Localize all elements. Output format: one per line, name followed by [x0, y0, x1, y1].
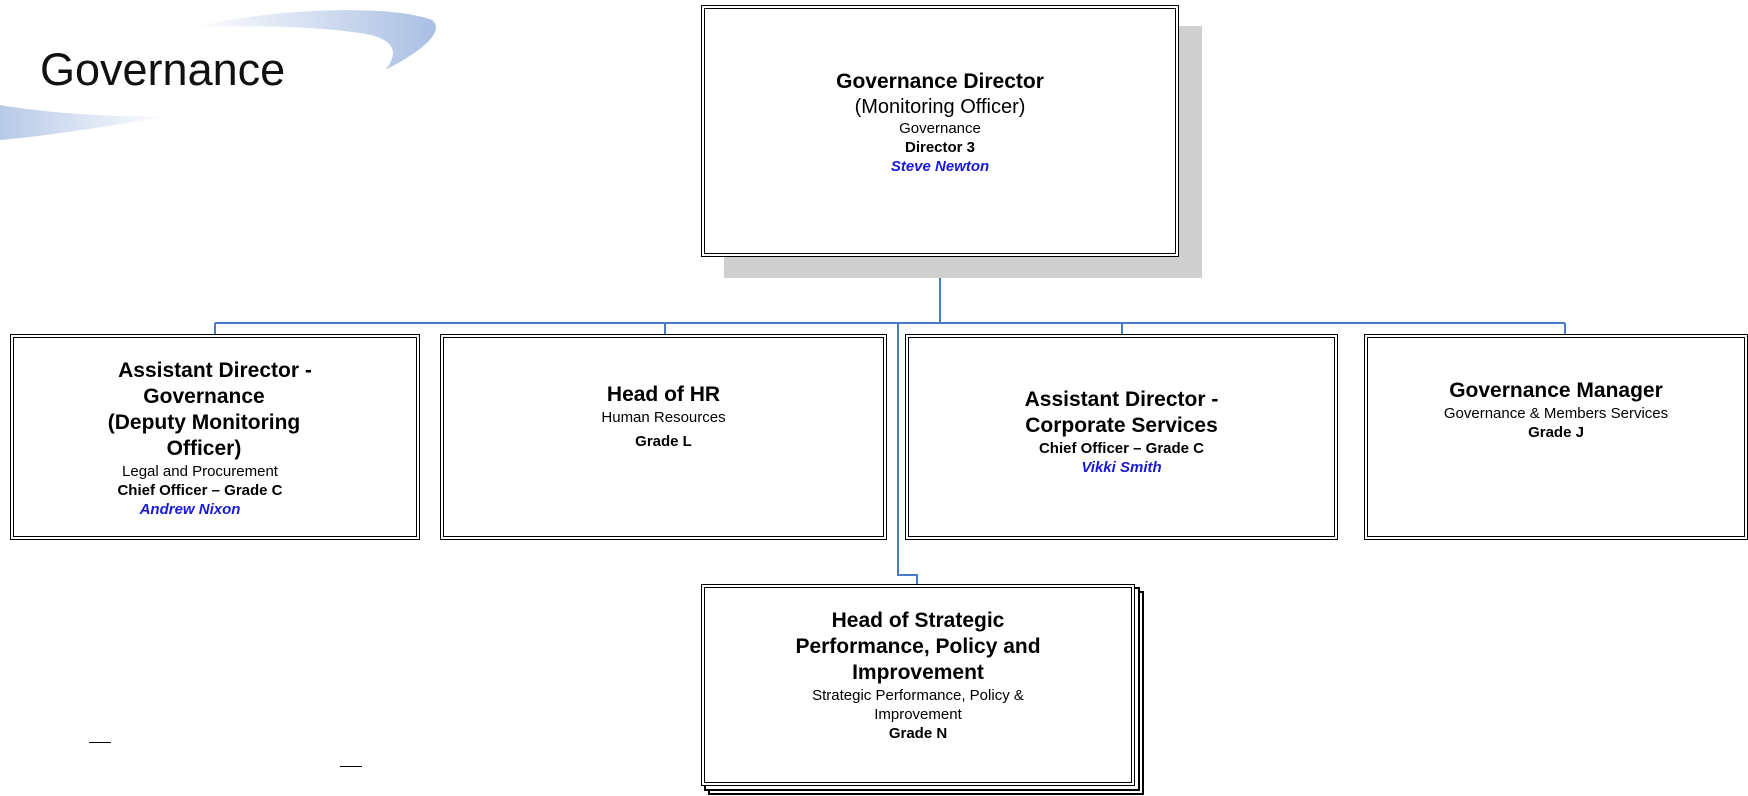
box-title-line: Head of Strategic — [831, 609, 1005, 632]
box-title-line: Improvement — [852, 661, 984, 684]
box-grade: Chief Officer – Grade C — [117, 482, 283, 499]
box-title-line: Performance, Policy and — [795, 635, 1041, 658]
header-swoosh-graphic — [0, 10, 436, 140]
box-department: Governance — [899, 120, 981, 137]
box-person-name: Steve Newton — [890, 158, 990, 175]
page-title: Governance — [40, 44, 286, 95]
box-person-name: Vikki Smith — [1081, 459, 1162, 476]
box-department: Legal and Procurement — [122, 463, 278, 480]
box-title: Head of HR — [606, 383, 721, 406]
box-grade: Grade N — [888, 725, 948, 742]
decorative-mark — [340, 766, 362, 767]
box-title-line: (Deputy Monitoring — [107, 411, 301, 434]
governance-director-box[interactable]: Governance Director (Monitoring Officer)… — [701, 5, 1179, 257]
box-department-line: Strategic Performance, Policy & — [812, 687, 1024, 704]
box-subtitle: (Monitoring Officer) — [854, 96, 1026, 118]
box-grade: Grade L — [635, 433, 692, 450]
box-person-name: Andrew Nixon — [139, 501, 241, 518]
decorative-mark — [89, 742, 111, 743]
box-title-line: Assistant Director - — [118, 359, 312, 382]
box-department: Governance & Members Services — [1443, 405, 1669, 422]
box-title: Governance Director — [836, 70, 1044, 93]
head-of-hr-box[interactable]: Head of HR Human Resources Grade L — [440, 334, 887, 540]
governance-manager-box[interactable]: Governance Manager Governance & Members … — [1364, 334, 1748, 540]
box-grade: Grade J — [1528, 424, 1584, 441]
box-title-line: Officer) — [166, 437, 242, 460]
box-title-line: Corporate Services — [1025, 414, 1218, 437]
box-title-line: Assistant Director - — [1024, 388, 1219, 411]
box-grade: Director 3 — [904, 139, 976, 156]
head-of-strategic-performance-box[interactable]: Head of Strategic Performance, Policy an… — [701, 584, 1135, 786]
box-title-line: Governance — [143, 385, 265, 408]
box-title: Governance Manager — [1449, 379, 1663, 402]
box-grade: Chief Officer – Grade C — [1038, 440, 1205, 457]
assistant-director-governance-box[interactable]: Assistant Director - Governance (Deputy … — [10, 334, 420, 540]
box-department-line: Improvement — [874, 706, 962, 723]
assistant-director-corporate-services-box[interactable]: Assistant Director - Corporate Services … — [905, 334, 1338, 540]
box-department: Human Resources — [601, 409, 726, 426]
